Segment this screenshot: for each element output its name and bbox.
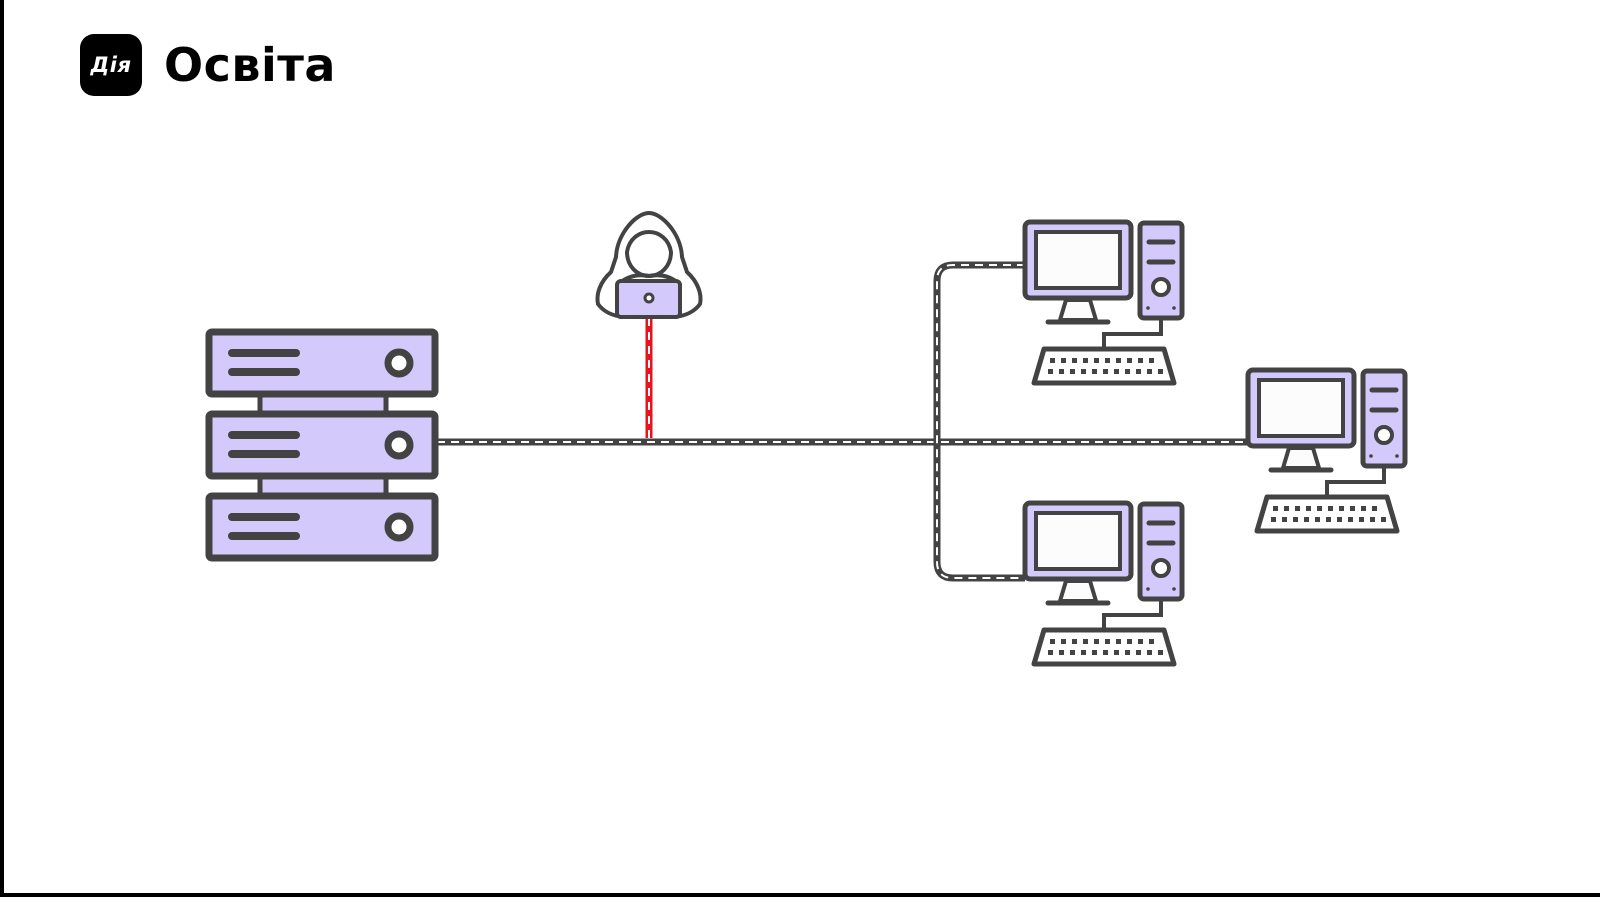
brand-logo: Дія Освіта — [80, 34, 336, 96]
server-rack-icon — [205, 328, 439, 562]
brand-badge: Дія — [80, 34, 142, 96]
network-diagram — [205, 211, 1600, 893]
computer-icon — [1248, 370, 1405, 531]
slide-canvas: Дія Освіта — [4, 0, 1600, 893]
hacker-icon — [595, 211, 703, 319]
computer-icon — [1025, 503, 1182, 664]
computer-icon — [1025, 222, 1182, 383]
brand-title: Освіта — [164, 38, 336, 92]
network-cable-branch — [933, 261, 1025, 582]
